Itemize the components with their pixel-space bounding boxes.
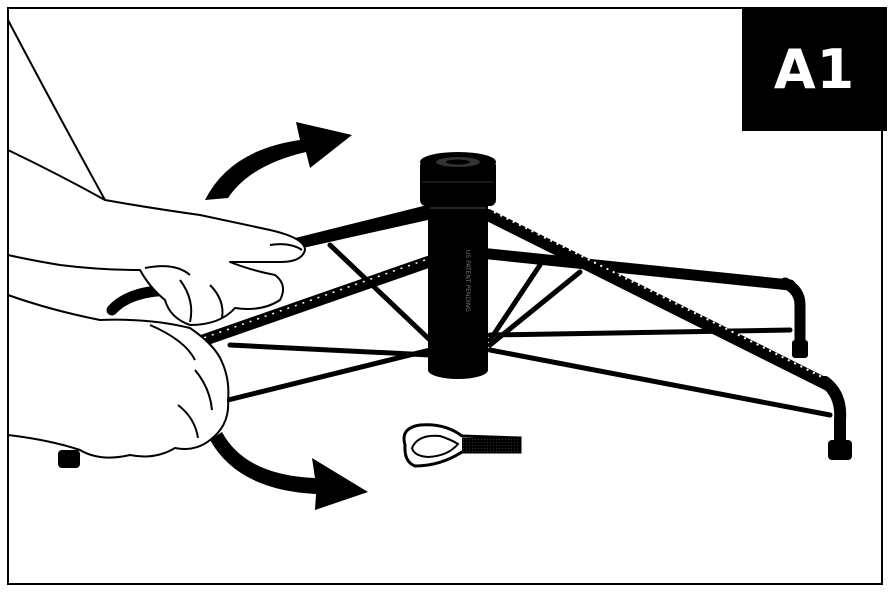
hand-top (7, 19, 306, 326)
stand-leg-rear (464, 246, 808, 358)
thumbscrew-icon (402, 423, 522, 468)
step-label: A1 (742, 7, 887, 131)
rotate-arrow-down-icon (210, 432, 368, 510)
stand-braces (225, 242, 833, 418)
rotate-arrow-up-icon (205, 122, 352, 200)
stand-marking: US PATENT PENDING (464, 250, 471, 312)
stand-leg-front-right (482, 209, 852, 460)
stand-center-post: US PATENT PENDING (420, 152, 496, 379)
stand-leg-front-left (58, 209, 434, 468)
hand-bottom (7, 294, 230, 459)
